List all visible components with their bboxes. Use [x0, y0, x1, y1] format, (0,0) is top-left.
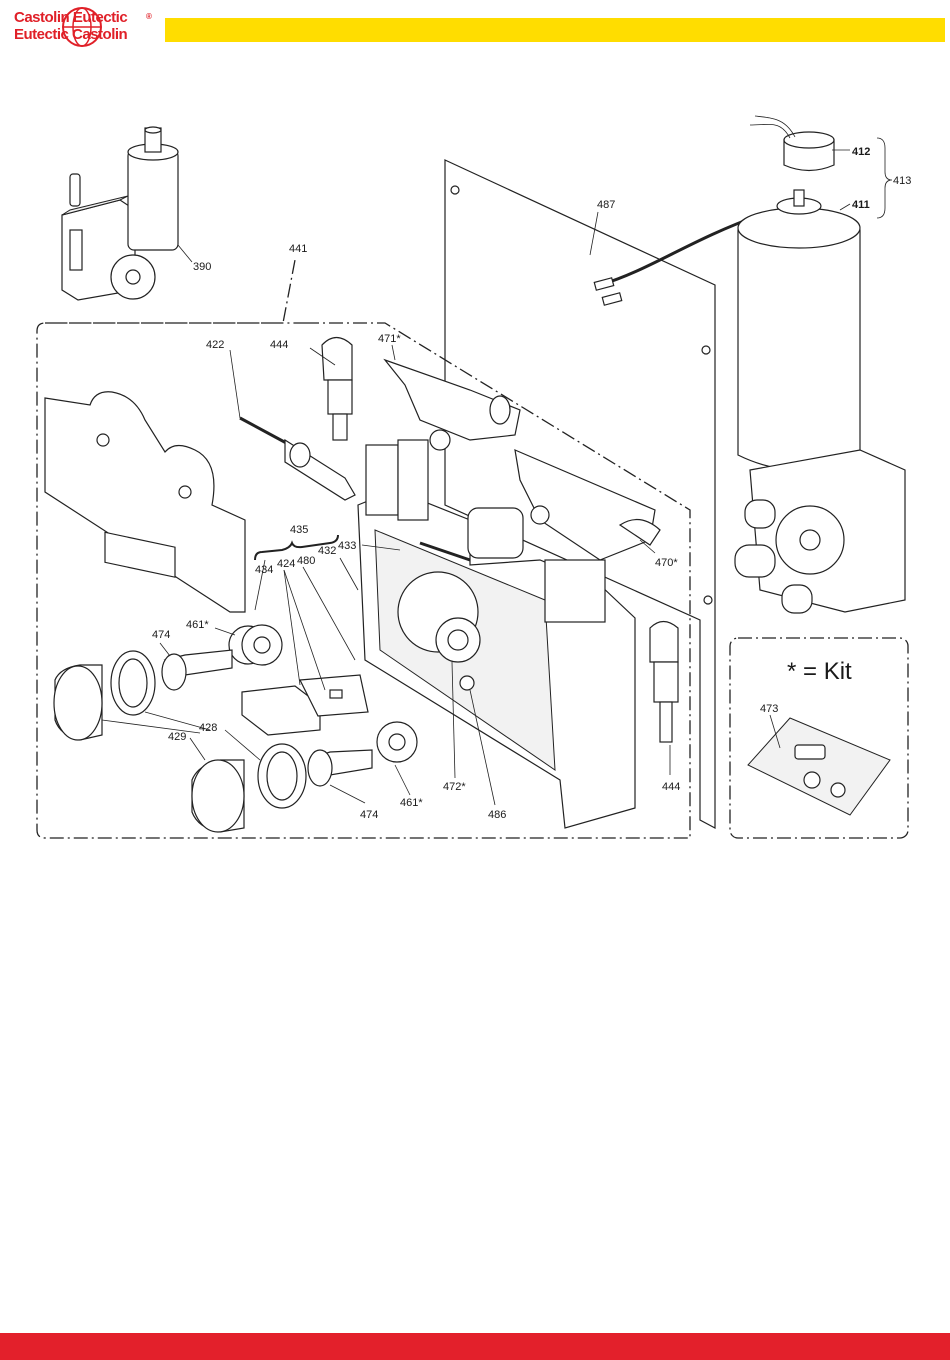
label-461-upper: 461* — [186, 619, 209, 631]
label-472: 472* — [443, 781, 466, 793]
label-470: 470* — [655, 557, 678, 569]
label-432: 432 — [318, 545, 336, 557]
label-429: 429 — [168, 731, 186, 743]
label-471: 471* — [378, 333, 401, 345]
footer-bar — [0, 1333, 950, 1360]
label-435: 435 — [290, 524, 308, 536]
label-411: 411 — [852, 199, 870, 211]
side-cover — [45, 392, 245, 612]
label-422: 422 — [206, 339, 224, 351]
label-424: 424 — [277, 558, 295, 570]
label-434: 434 — [255, 564, 273, 576]
label-441: 441 — [289, 243, 307, 255]
label-487: 487 — [597, 199, 615, 211]
label-486: 486 — [488, 809, 506, 821]
label-461-lower: 461* — [400, 797, 423, 809]
label-428: 428 — [199, 722, 217, 734]
label-413: 413 — [893, 175, 911, 187]
label-444-upper: 444 — [270, 339, 288, 351]
label-433: 433 — [338, 540, 356, 552]
label-474-upper: 474 — [152, 629, 170, 641]
assembled-feed-unit — [62, 127, 178, 300]
label-412: 412 — [852, 146, 870, 158]
label-444-lower: 444 — [662, 781, 680, 793]
label-390: 390 — [193, 261, 211, 273]
motor-assembly — [735, 116, 905, 613]
label-473: 473 — [760, 703, 778, 715]
kit-note: * = Kit — [787, 658, 852, 685]
label-480: 480 — [297, 555, 315, 567]
label-474-lower: 474 — [360, 809, 378, 821]
